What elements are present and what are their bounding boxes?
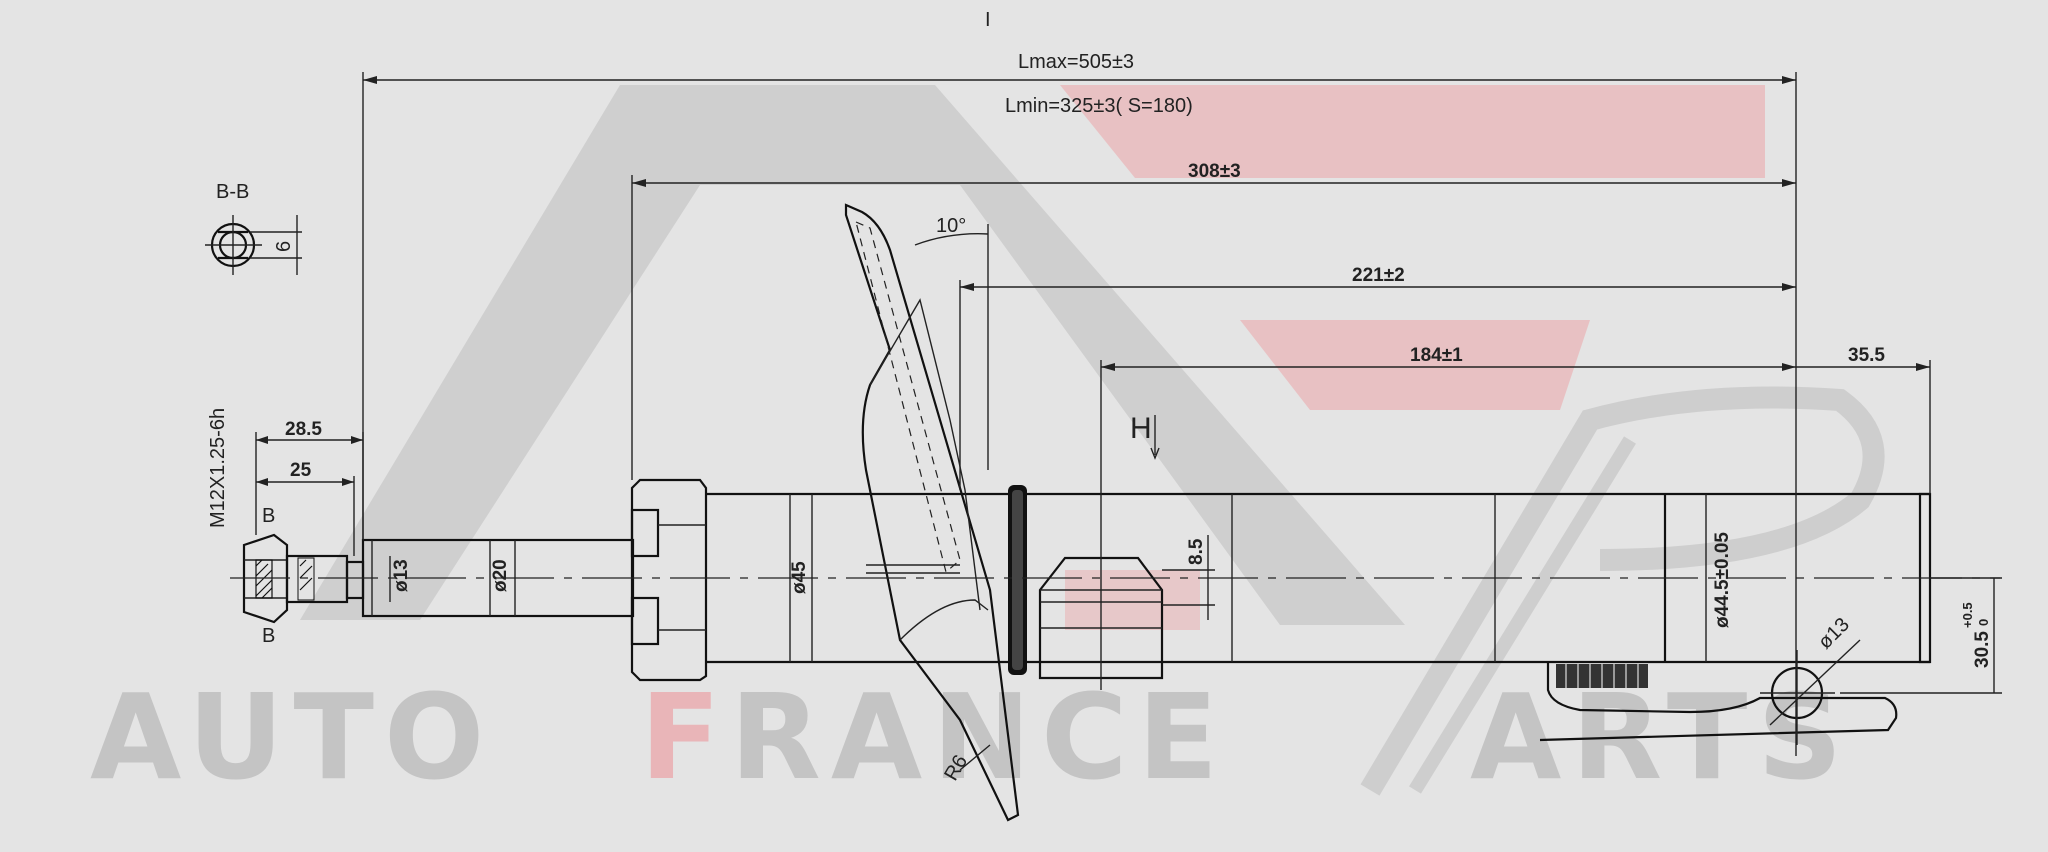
angle-arc (914, 233, 989, 246)
thread-stub-hatch (297, 557, 315, 601)
length-dims: Lmax=505±3 Lmin=325±3( S=180) 308±3 221±… (256, 51, 1931, 756)
angle-dim: 10° (914, 215, 989, 470)
thread-spec-label: M12X1.25-6h (207, 408, 229, 528)
marker-h-arrowhead (1150, 447, 1160, 460)
radius-leader (959, 744, 991, 771)
dim-25: 25 (290, 460, 312, 481)
watermark-p-swoosh-2 (1409, 436, 1636, 794)
dia-tube-44-5: ø44.5±0.05 (1712, 532, 1733, 628)
section-bb-dim: 6 (273, 241, 295, 252)
dim-221: 221±2 (1352, 265, 1405, 286)
marker-h: H (1130, 412, 1152, 445)
dia-rod-20: ø20 (490, 559, 511, 592)
lower-bracket-outline (1539, 662, 1898, 742)
watermark: AUTO F RANCE ARTS (90, 85, 1885, 806)
nut-hatch (255, 559, 273, 599)
watermark-triangle (300, 85, 1405, 625)
watermark-p-swoosh (1360, 386, 1885, 796)
seal-ring-core (1012, 490, 1023, 670)
angle-label: 10° (936, 215, 966, 237)
lower-bracket-thread-lines (1565, 664, 1639, 688)
watermark-red-band-mid (1240, 320, 1590, 410)
dim-308: 308±3 (1188, 161, 1241, 182)
nut-hatch-lines (255, 559, 313, 599)
dim-35-5: 35.5 (1848, 345, 1885, 366)
offset-value: 30.5 (1972, 631, 1993, 668)
dia-rod-13: ø13 (391, 559, 412, 592)
dim-lmax: Lmax=505±3 (1018, 51, 1134, 73)
dim-28-5: 28.5 (285, 419, 322, 440)
mount-tab-lower (630, 596, 660, 646)
section-bb-label: B-B (216, 181, 249, 203)
mount-tab-upper (630, 508, 660, 558)
section-bb-view: B-B 6 (205, 181, 302, 275)
spring-plate-web (869, 298, 981, 611)
watermark-word-auto: AUTO (90, 668, 494, 806)
threaded-end: M12X1.25-6h B B ø13 ø20 (207, 408, 635, 647)
cut-mark-lower: B (262, 625, 275, 647)
cut-mark-upper: B (262, 505, 275, 527)
top-marker-label: I (985, 9, 991, 31)
watermark-word-france-rest: RANCE (730, 668, 1228, 806)
top-mount (630, 478, 708, 682)
eye-leader (1769, 639, 1861, 726)
offset-dim: 30.5 +0.5 0 (1840, 577, 2002, 694)
dim-8-5: 8.5 (1186, 538, 1207, 565)
spring-plate-flange (899, 599, 989, 641)
watermark-word-france-f: F (640, 668, 731, 806)
offset-tol-upper: +0.5 (1960, 602, 1975, 628)
dim-184: 184±1 (1410, 345, 1463, 366)
dia-eye-13: ø13 (1814, 614, 1854, 654)
dim-lmin: Lmin=325±3( S=180) (1005, 95, 1193, 117)
offset-tol-lower: 0 (1976, 619, 1991, 626)
watermark-red-band-low (1065, 570, 1200, 630)
nut (242, 533, 289, 624)
watermark-red-band-top (1060, 85, 1765, 178)
